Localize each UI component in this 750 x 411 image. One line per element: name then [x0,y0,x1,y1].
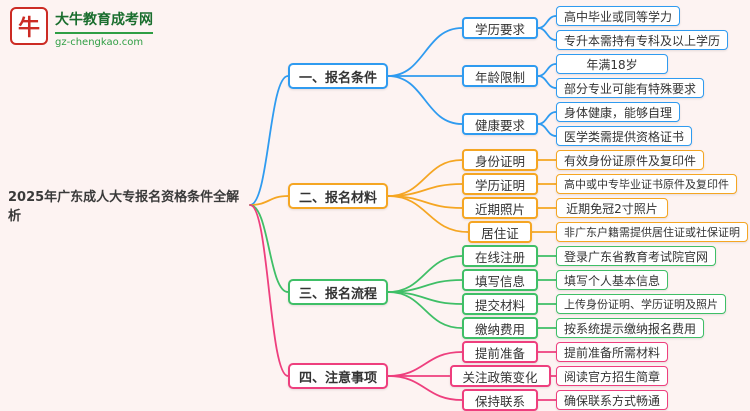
mindmap-topic: 身份证明 [462,149,538,171]
logo-text: 大牛教育成考网 gz-chengkao.com [55,7,153,48]
mindmap-leaf: 按系统提示缴纳报名费用 [556,318,704,338]
mindmap-topic: 学历要求 [462,17,538,39]
mindmap-leaf: 填写个人基本信息 [556,270,668,290]
mindmap-leaf: 确保联系方式畅通 [556,390,668,410]
mindmap-topic: 近期照片 [462,197,538,219]
mindmap-leaf: 身体健康，能够自理 [556,102,680,122]
mindmap-leaf: 有效身份证原件及复印件 [556,150,704,170]
mindmap-branch: 三、报名流程 [288,279,388,305]
site-logo: 牛 大牛教育成考网 gz-chengkao.com [10,7,153,48]
mindmap-leaf: 高中毕业或同等学力 [556,6,680,26]
bull-logo-icon: 牛 [10,7,48,45]
mindmap-topic: 居住证 [468,221,532,243]
mindmap-root-title: 2025年广东成人大专报名资格条件全解析 [8,190,240,224]
mindmap-leaf: 近期免冠2寸照片 [556,198,668,218]
mindmap-topic: 提交材料 [462,293,538,315]
mindmap-leaf: 登录广东省教育考试院官网 [556,246,716,266]
mindmap-topic: 填写信息 [462,269,538,291]
bull-glyph: 牛 [17,16,40,41]
mindmap-leaf: 专升本需持有专科及以上学历 [556,30,728,50]
mindmap-topic: 关注政策变化 [449,365,551,387]
mindmap-leaf: 阅读官方招生简章 [556,366,668,386]
mindmap-topic: 缴纳费用 [462,317,538,339]
mindmap-topic: 保持联系 [462,389,538,411]
mindmap-branch: 一、报名条件 [288,63,388,89]
mindmap-topic: 学历证明 [462,173,538,195]
mindmap-leaf: 部分专业可能有特殊要求 [556,78,704,98]
mindmap-branch: 二、报名材料 [288,183,388,209]
site-name: 大牛教育成考网 [55,9,153,34]
mindmap-topic: 年龄限制 [462,65,538,87]
mindmap-topic: 健康要求 [462,113,538,135]
mindmap-leaf: 提前准备所需材料 [556,342,668,362]
mindmap-leaf: 上传身份证明、学历证明及照片 [556,294,726,314]
site-domain: gz-chengkao.com [55,37,144,48]
mindmap-leaf: 年满18岁 [556,54,668,74]
mindmap-topic: 提前准备 [462,341,538,363]
mindmap-branch: 四、注意事项 [288,363,388,389]
mindmap-leaf: 医学类需提供资格证书 [556,126,692,146]
mindmap-leaf: 非广东户籍需提供居住证或社保证明 [556,222,748,242]
mindmap-topic: 在线注册 [462,245,538,267]
mindmap-leaf: 高中或中专毕业证书原件及复印件 [556,174,737,194]
